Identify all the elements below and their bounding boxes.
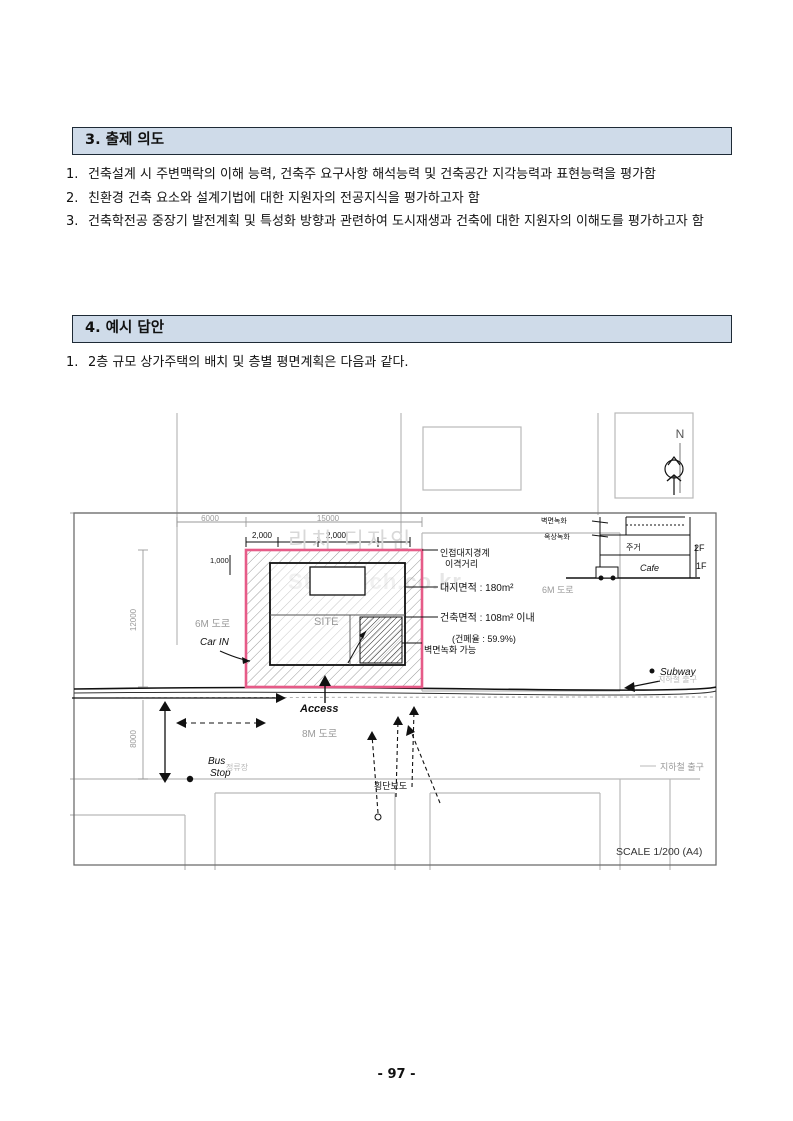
crosswalk-marker bbox=[374, 813, 382, 821]
north-label: N bbox=[676, 427, 685, 441]
road-6m-right-label: 6M 도로 bbox=[542, 585, 574, 595]
dim-12000: 12000 bbox=[129, 608, 138, 631]
note-car-in: Car IN bbox=[200, 637, 230, 648]
note-stop: Stop bbox=[210, 768, 231, 779]
section-note-1f: 1F bbox=[696, 561, 707, 571]
bus-arrows bbox=[72, 697, 280, 777]
section-3-list: 1. 건축설계 시 주변맥락의 이해 능력, 건축주 요구사항 해석능력 및 건축… bbox=[66, 163, 734, 234]
dimension-lines bbox=[138, 517, 423, 780]
road-8m bbox=[73, 686, 717, 699]
list-item-number: 1. bbox=[66, 355, 79, 370]
section-sketch bbox=[566, 516, 700, 581]
list-item-number: 1. bbox=[66, 167, 79, 182]
note-leaders bbox=[402, 549, 438, 644]
list-item-text: 2층 규모 상가주택의 배치 및 층별 평면계획은 다음과 같다. bbox=[88, 355, 409, 370]
site-label: SITE bbox=[314, 616, 338, 628]
section-4-list: 1. 2층 규모 상가주택의 배치 및 층별 평면계획은 다음과 같다. bbox=[66, 351, 734, 375]
note-building-area: 건축면적 : 108m² 이내 bbox=[440, 612, 535, 624]
note-subway: Subway bbox=[660, 667, 697, 678]
note-site-area: 대지면적 : 180m² bbox=[440, 582, 514, 594]
section-4-title: 4. 예시 답안 bbox=[85, 320, 165, 336]
list-item: 2. 친환경 건축 요소와 설계기법에 대한 지원자의 전공지식을 평가하고자 함 bbox=[66, 187, 734, 211]
section-note-2f: 2F bbox=[694, 543, 705, 553]
site-plan-drawing: 6000 15000 12000 8000 2,000 2,000 1,000 … bbox=[70, 412, 717, 870]
list-item-text: 건축설계 시 주변맥락의 이해 능력, 건축주 요구사항 해석능력 및 건축공간… bbox=[88, 167, 657, 182]
list-item-text: 친환경 건축 요소와 설계기법에 대한 지원자의 전공지식을 평가하고자 함 bbox=[88, 190, 480, 206]
road-6m-label: 6M 도로 bbox=[195, 619, 230, 630]
section-3-header: 3. 출제 의도 bbox=[72, 127, 732, 155]
pedestrian-arrowhead-right bbox=[256, 718, 266, 728]
note-bus: Bus bbox=[208, 756, 225, 767]
subway-arrow bbox=[624, 668, 661, 692]
list-item: 1. 2층 규모 상가주택의 배치 및 층별 평면계획은 다음과 같다. bbox=[66, 351, 734, 375]
note-access: Access bbox=[299, 703, 339, 715]
bus-arrowheads bbox=[159, 693, 286, 783]
hw-dim-2000-left: 2,000 bbox=[252, 531, 273, 540]
hw-dim-2000-right: 2,000 bbox=[326, 531, 347, 540]
road-8m-label: 8M 도로 bbox=[302, 729, 337, 740]
bus-stop-marker bbox=[186, 775, 194, 783]
section-note-house: 주거 bbox=[626, 543, 641, 552]
pedestrian-arrowhead-left bbox=[176, 718, 186, 728]
note-rooftop: 벽면녹화 가능 bbox=[424, 645, 476, 655]
page-number: - 97 - bbox=[377, 1067, 416, 1082]
note-coverage: (건폐율 : 59.9%) bbox=[452, 633, 516, 644]
building-footprint bbox=[269, 562, 406, 666]
section-note-cafe: Cafe bbox=[640, 563, 659, 573]
list-item-number: 2. bbox=[66, 190, 79, 206]
list-item: 1. 건축설계 시 주변맥락의 이해 능력, 건축주 요구사항 해석능력 및 건축… bbox=[66, 163, 734, 187]
crosswalk-arrows bbox=[371, 709, 441, 814]
crosswalk-arrowheads bbox=[367, 706, 419, 740]
note-setback-1: 인접대지경계 bbox=[440, 547, 490, 558]
dim-6000: 6000 bbox=[201, 514, 219, 523]
section-note-green-wall: 벽면녹화 bbox=[541, 516, 567, 525]
dim-8000: 8000 bbox=[129, 730, 138, 748]
section-4-header: 4. 예시 답안 bbox=[72, 315, 732, 343]
list-item: 3. 건축학전공 중장기 발전계획 및 특성화 방향과 관련하여 도시재생과 건축… bbox=[66, 210, 734, 234]
car-in-arrowhead bbox=[242, 657, 250, 664]
access-arrow bbox=[319, 675, 331, 703]
dim-15000: 15000 bbox=[317, 514, 340, 523]
subway-printed-label: 지하철 출구 bbox=[658, 674, 697, 684]
note-setback-2: 이격거리 bbox=[445, 558, 478, 569]
note-crosswalk: 횡단보도 bbox=[374, 780, 407, 791]
list-item-number: 3. bbox=[66, 214, 79, 229]
bus-stop-printed-label: 정류장 bbox=[226, 762, 249, 772]
list-item-text: 건축학전공 중장기 발전계획 및 특성화 방향과 관련하여 도시재생과 건축에 … bbox=[88, 214, 704, 229]
hw-dim-1000: 1,000 bbox=[210, 556, 229, 565]
section-note-roof-green: 옥상녹화 bbox=[544, 532, 570, 541]
subway-exit-label: 지하철 출구 bbox=[660, 762, 704, 772]
handwritten-dimensions bbox=[229, 537, 411, 575]
scale-label: SCALE 1/200 (A4) bbox=[616, 846, 702, 858]
north-arrow: N bbox=[664, 427, 685, 495]
section-3-title: 3. 출제 의도 bbox=[85, 132, 165, 148]
